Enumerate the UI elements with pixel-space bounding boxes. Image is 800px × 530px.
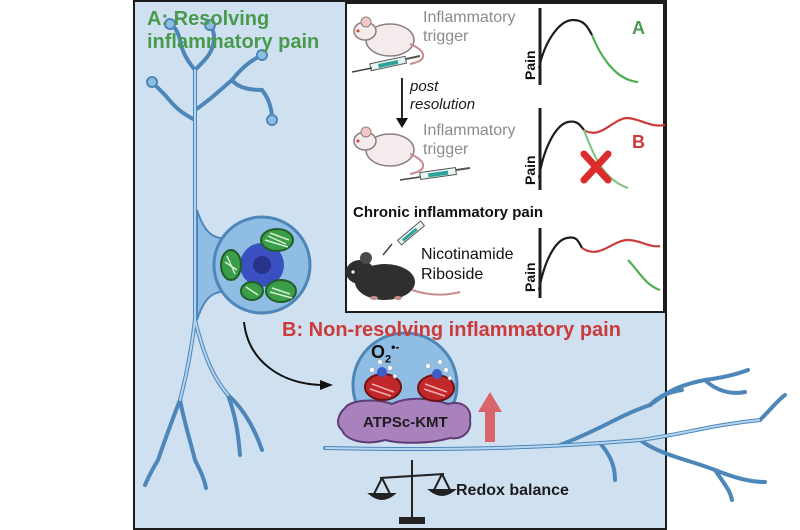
pain-curve-chronic: [537, 236, 661, 292]
chronic-pain-title: Chronic inflammatory pain: [353, 204, 544, 221]
pain-axis-label-2: Pain: [522, 155, 538, 185]
cross-mark-icon: [580, 150, 612, 184]
treatment-label: Nicotinamide Riboside: [421, 246, 514, 283]
balance-scale-icon: [367, 460, 457, 524]
title-resolving: A: Resolving inflammatory pain: [147, 8, 319, 54]
syringe-icon: [382, 220, 426, 256]
syringe-icon: [351, 55, 421, 73]
atp-complex-label: ATPSc-KMT: [363, 414, 448, 431]
superoxide-sup: •-: [391, 340, 400, 354]
atp-complex-shape: [337, 397, 472, 444]
mouse-icon: [353, 16, 425, 65]
superoxide-label: O2•-: [371, 340, 399, 366]
curve-tag-b: B: [632, 132, 645, 152]
redox-balance-label: Redox balance: [456, 482, 569, 499]
superoxide-sub: 2: [385, 353, 392, 366]
mitochondria-icon: [220, 228, 297, 303]
mouse-icon: [346, 252, 461, 300]
pain-axis-label-3: Pain: [522, 262, 538, 292]
curve-tag-a: A: [632, 18, 645, 38]
superoxide-main: O: [371, 342, 386, 362]
trigger-label-1: Inflammatory trigger: [423, 9, 516, 45]
up-arrow-icon: [478, 392, 502, 442]
pain-curve-a: [537, 18, 639, 84]
trigger-label-2: Inflammatory trigger: [423, 122, 516, 158]
mitochondria-icon: [364, 359, 455, 402]
syringe-icon: [399, 166, 471, 181]
title-resolving-text: A: Resolving inflammatory pain: [147, 8, 320, 53]
pain-axis-label-1: Pain: [522, 50, 538, 80]
arrow-icon: [243, 321, 326, 386]
mouse-icon: [353, 126, 425, 175]
pain-curve-b: [537, 116, 666, 190]
title-nonresolving: B: Non-resolving inflammatory pain: [282, 319, 621, 341]
post-resolution-label: post resolution: [410, 78, 476, 113]
